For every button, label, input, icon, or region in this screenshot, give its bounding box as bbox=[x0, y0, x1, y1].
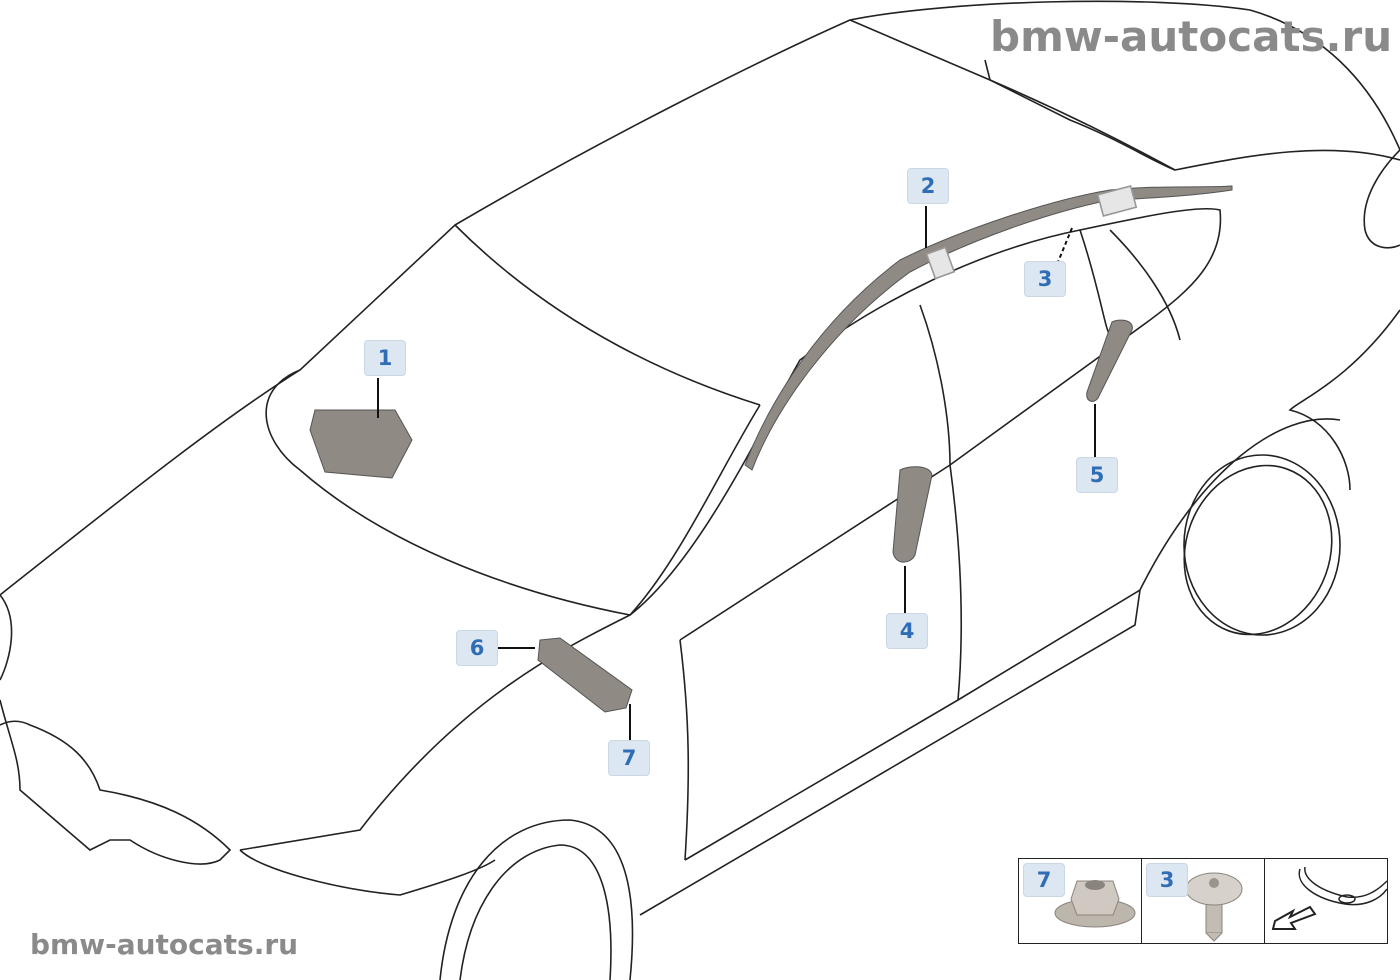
callout-4[interactable]: 4 bbox=[886, 613, 928, 649]
direction-of-travel-icon bbox=[1271, 866, 1387, 930]
callout-3[interactable]: 3 bbox=[1024, 261, 1066, 297]
callout-7[interactable]: 7 bbox=[608, 740, 650, 776]
torx-screw-icon bbox=[1185, 872, 1243, 942]
front-passenger-airbag-part bbox=[309, 409, 413, 479]
callout-5[interactable]: 5 bbox=[1076, 457, 1118, 493]
watermark-bottom: bmw-autocats.ru bbox=[30, 928, 299, 961]
callout-2[interactable]: 2 bbox=[907, 168, 949, 204]
watermark-top: bmw-autocats.ru bbox=[990, 12, 1393, 61]
collar-nut-icon bbox=[1054, 880, 1136, 928]
legend-label-3: 3 bbox=[1146, 863, 1188, 897]
callout-6[interactable]: 6 bbox=[456, 630, 498, 666]
legend-label-7: 7 bbox=[1023, 863, 1065, 897]
legend-cell-screw[interactable]: 3 bbox=[1142, 859, 1265, 943]
legend-cell-direction[interactable] bbox=[1265, 859, 1387, 943]
callout-1[interactable]: 1 bbox=[364, 340, 406, 376]
hardware-legend: 7 3 bbox=[1018, 858, 1388, 944]
legend-cell-nut[interactable]: 7 bbox=[1019, 859, 1142, 943]
